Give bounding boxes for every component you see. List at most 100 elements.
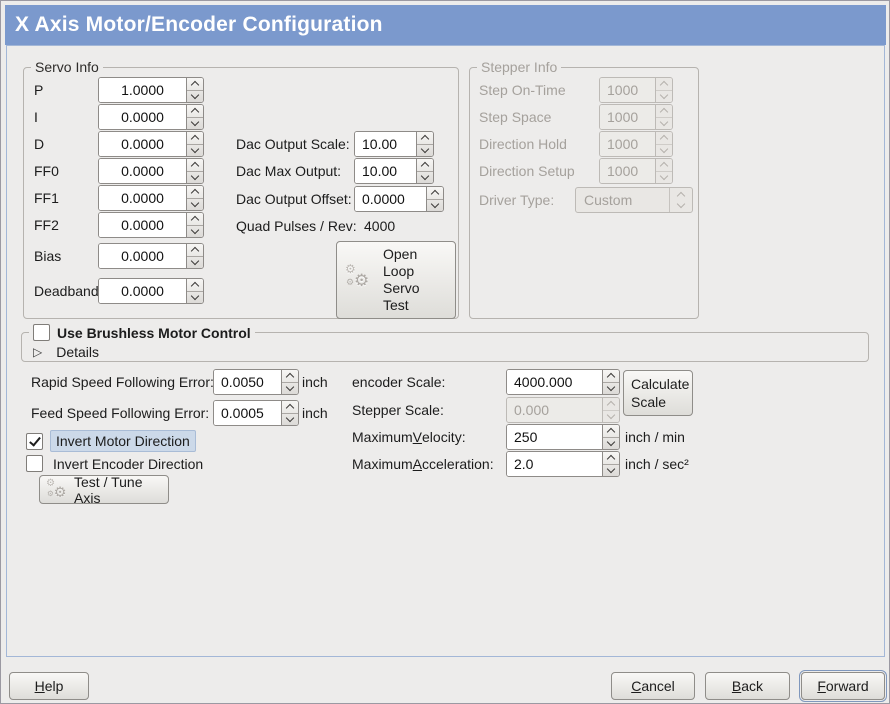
invert-motor-direction-label[interactable]: Invert Motor Direction [50, 430, 196, 452]
direction-hold-label: Direction Hold [479, 136, 567, 152]
direction-setup-input: 1000 [600, 159, 655, 183]
spin-up-button[interactable] [187, 244, 203, 257]
step-on-time-input: 1000 [600, 78, 655, 102]
feed-following-error-input[interactable]: 0.0005 [214, 401, 281, 425]
ff2-label: FF2 [34, 217, 59, 233]
d-spinbox: 0.0000 [98, 131, 204, 157]
ff0-spinner [186, 159, 203, 183]
spin-down-button[interactable] [427, 199, 443, 212]
quad-pulses-value: 4000 [364, 218, 396, 234]
driver-type-value: Custom [584, 192, 633, 208]
ff2-input[interactable]: 0.0000 [99, 213, 186, 237]
cancel-button[interactable]: Cancel [611, 672, 695, 700]
bias-input[interactable]: 0.0000 [99, 244, 186, 268]
spin-up-button[interactable] [187, 78, 203, 91]
details-expander[interactable]: ▷ Details [33, 343, 99, 360]
brushless-checkbox-label[interactable]: Use Brushless Motor Control [57, 324, 251, 341]
stepper-info-legend: Stepper Info [477, 59, 562, 75]
spin-up-button[interactable] [417, 132, 433, 145]
gears-icon: ⚙⚙⚙ [46, 475, 67, 500]
invert-encoder-direction-label[interactable]: Invert Encoder Direction [53, 455, 204, 472]
ff1-spinner [186, 186, 203, 210]
back-button[interactable]: Back [705, 672, 790, 700]
step-space-input: 1000 [600, 105, 655, 129]
spin-up-button[interactable] [187, 105, 203, 118]
maximum-velocity-input[interactable]: 250 [507, 425, 602, 449]
spin-down-button[interactable] [187, 144, 203, 157]
i-input[interactable]: 0.0000 [99, 105, 186, 129]
feed-following-error-unit: inch [302, 405, 328, 421]
spin-down-button[interactable] [187, 225, 203, 238]
p-input[interactable]: 1.0000 [99, 78, 186, 102]
dac-output-offset-spinner [426, 187, 443, 211]
spin-down-button[interactable] [187, 117, 203, 130]
dac-output-scale-spinner [416, 132, 433, 156]
spin-up-button[interactable] [417, 159, 433, 172]
spin-down-button[interactable] [187, 171, 203, 184]
maximum-acceleration-input[interactable]: 2.0 [507, 452, 602, 476]
feed-following-error-spinner [281, 401, 298, 425]
dac-output-scale-spinbox: 10.00 [354, 131, 434, 157]
spin-up-button[interactable] [282, 370, 298, 383]
dac-output-offset-input[interactable]: 0.0000 [355, 187, 426, 211]
spin-up-button[interactable] [603, 452, 619, 465]
rapid-following-error-unit: inch [302, 374, 328, 390]
test-tune-axis-button[interactable]: ⚙⚙⚙ Test / Tune Axis [39, 474, 169, 506]
combo-arrows-icon [669, 188, 692, 212]
encoder-scale-spinner [602, 370, 619, 394]
brushless-checkbox[interactable] [33, 324, 50, 341]
help-button[interactable]: Help [9, 672, 89, 700]
deadband-input[interactable]: 0.0000 [99, 279, 186, 303]
spin-down-button[interactable] [187, 90, 203, 103]
spin-down-button[interactable] [603, 382, 619, 395]
spin-up-button[interactable] [282, 401, 298, 414]
spin-down-button[interactable] [417, 144, 433, 157]
content-area [6, 45, 885, 657]
dac-output-scale-input[interactable]: 10.00 [355, 132, 416, 156]
spin-down-button[interactable] [187, 198, 203, 211]
dac-max-output-input[interactable]: 10.00 [355, 159, 416, 183]
direction-hold-spinner [655, 132, 672, 156]
invert-motor-direction-row: Invert Motor Direction [26, 430, 196, 452]
open-loop-button-label: Open Loop Servo Test [383, 246, 420, 313]
d-spinner [186, 132, 203, 156]
spin-up-button[interactable] [427, 187, 443, 200]
spin-down-button[interactable] [603, 437, 619, 450]
bias-label: Bias [34, 248, 62, 264]
ff0-input[interactable]: 0.0000 [99, 159, 186, 183]
spin-up-button [656, 78, 672, 91]
calculate-scale-button[interactable]: Calculate Scale [623, 370, 693, 416]
invert-encoder-direction-checkbox[interactable] [26, 455, 43, 472]
open-loop-servo-test-button[interactable]: ⚙⚙⚙ Open Loop Servo Test [336, 241, 456, 319]
spin-down-button[interactable] [187, 291, 203, 304]
invert-motor-direction-checkbox[interactable] [26, 432, 43, 450]
spin-down-button[interactable] [187, 256, 203, 269]
spin-down-button [603, 410, 619, 423]
spin-up-button[interactable] [603, 370, 619, 383]
d-input[interactable]: 0.0000 [99, 132, 186, 156]
encoder-scale-label: encoder Scale: [352, 374, 446, 390]
direction-setup-label: Direction Setup [479, 163, 575, 179]
step-on-time-spinbox: 1000 [599, 77, 673, 103]
spin-down-button[interactable] [282, 413, 298, 426]
spin-down-button[interactable] [282, 382, 298, 395]
spin-up-button[interactable] [187, 279, 203, 292]
spin-up-button[interactable] [603, 425, 619, 438]
stepper-scale-spinner [602, 398, 619, 422]
encoder-scale-input[interactable]: 4000.000 [507, 370, 602, 394]
rapid-following-error-input[interactable]: 0.0050 [214, 370, 281, 394]
spin-up-button[interactable] [187, 213, 203, 226]
spin-up-button [603, 398, 619, 411]
spin-up-button[interactable] [187, 132, 203, 145]
deadband-spinner [186, 279, 203, 303]
spin-down-button[interactable] [603, 464, 619, 477]
step-on-time-label: Step On-Time [479, 82, 566, 98]
expander-arrow-icon: ▷ [33, 344, 43, 359]
spin-up-button[interactable] [187, 186, 203, 199]
spin-up-button[interactable] [187, 159, 203, 172]
spin-down-button[interactable] [417, 171, 433, 184]
forward-button[interactable]: Forward [801, 672, 885, 700]
ff1-label: FF1 [34, 190, 59, 206]
ff1-input[interactable]: 0.0000 [99, 186, 186, 210]
bias-spinbox: 0.0000 [98, 243, 204, 269]
